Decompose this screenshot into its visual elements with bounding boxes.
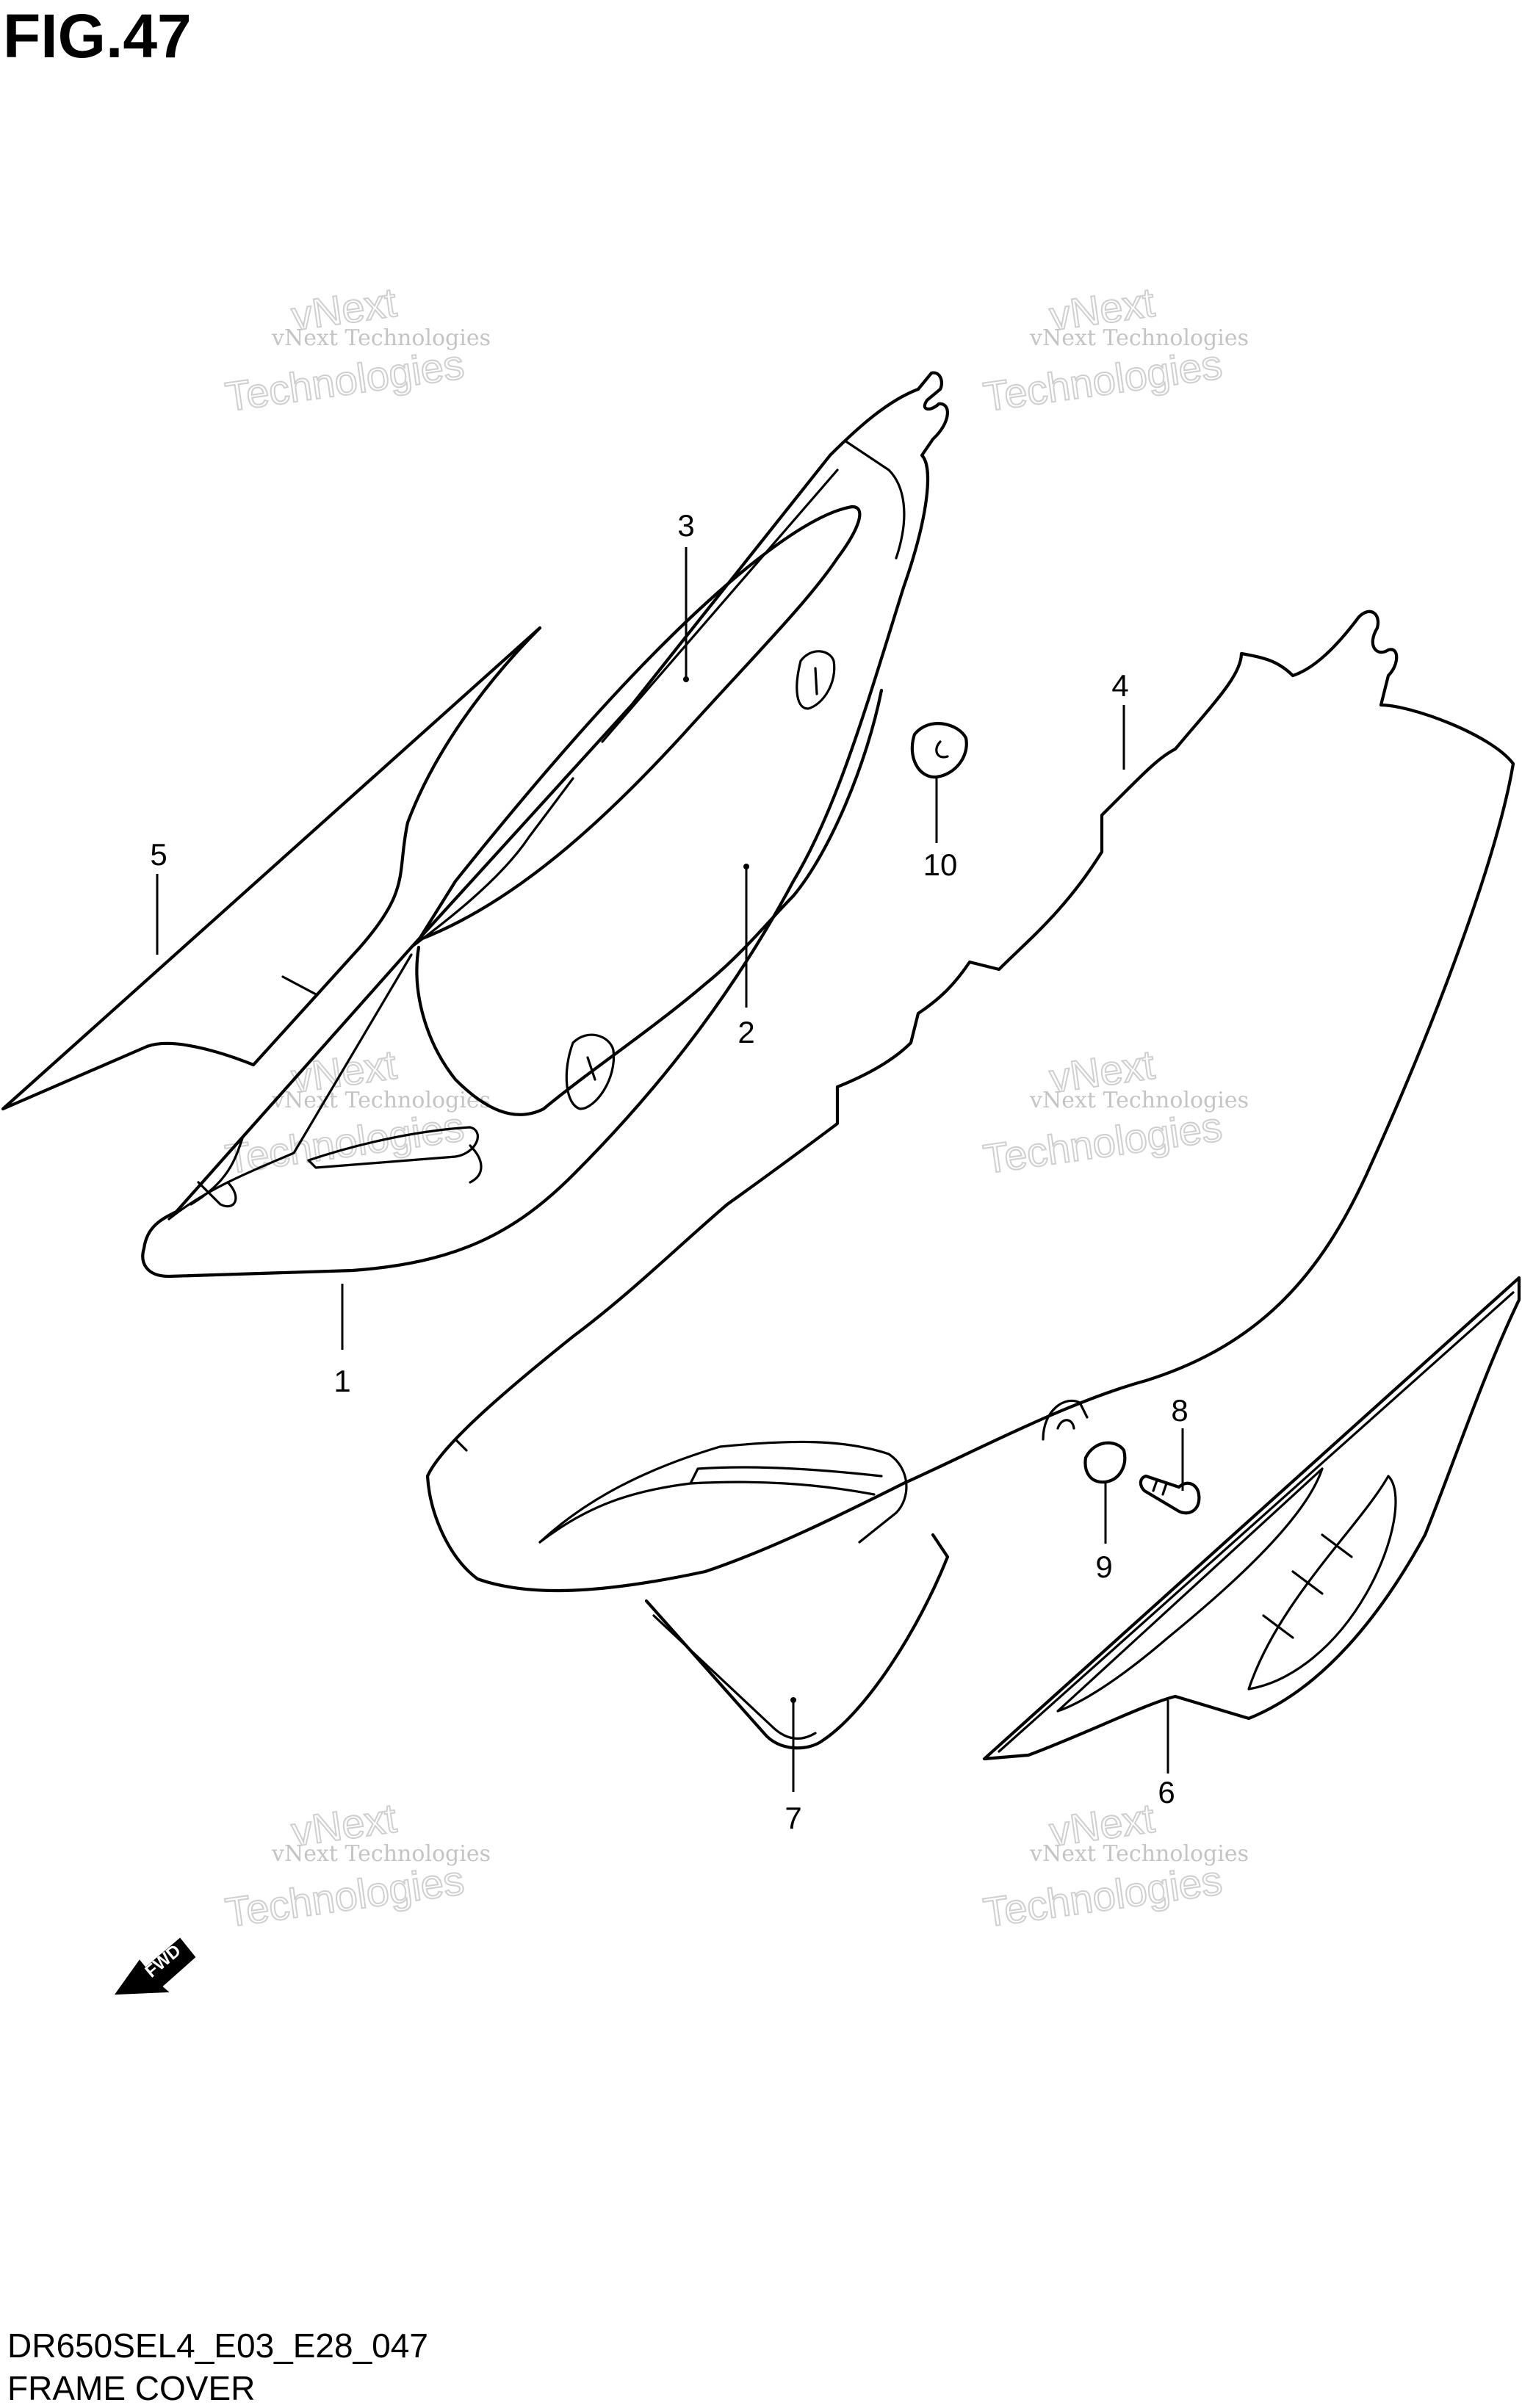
watermark-brand-2: Technologies [981, 1103, 1225, 1182]
callout-1: 1 [333, 1364, 350, 1398]
watermark-text: vNext Technologies [271, 1088, 491, 1113]
watermark-mid-right: vNext Technologies vNext Technologies [980, 1041, 1249, 1183]
callout-6: 6 [1158, 1775, 1175, 1809]
part-10-grommet [910, 722, 968, 779]
callout-leaders [156, 547, 1184, 1792]
callout-2: 2 [737, 1015, 754, 1049]
callout-4: 4 [1111, 668, 1128, 703]
watermark-mid-left: vNext Technologies vNext Technologies [222, 1041, 491, 1183]
watermark-top-right: vNext Technologies vNext Technologies [980, 278, 1249, 421]
watermark-bottom-left: vNext Technologies vNext Technologies [222, 1794, 491, 1937]
part-7-lower-panel [644, 1533, 950, 1750]
watermark-brand-2: Technologies [223, 1856, 466, 1936]
callout-numbers: 1 2 3 4 5 6 7 8 9 10 [150, 508, 1188, 1835]
watermark-top-left: vNext Technologies vNext Technologies [222, 278, 491, 421]
watermark-text: vNext Technologies [1029, 1088, 1249, 1113]
part-6-decal [982, 1276, 1521, 1761]
callout-7: 7 [785, 1801, 801, 1835]
part-2-inner-cover [415, 505, 884, 1116]
watermark-bottom-right: vNext Technologies vNext Technologies [980, 1794, 1249, 1937]
part-4-right-cover [425, 610, 1515, 1593]
watermark-brand-2: Technologies [223, 1103, 466, 1182]
part-5-strip [1, 626, 542, 1111]
callout-3: 3 [677, 508, 694, 543]
callout-8: 8 [1171, 1393, 1188, 1428]
figure-title: FIG.47 [3, 1, 192, 70]
callout-10: 10 [923, 847, 958, 882]
part-8-screw [1139, 1474, 1201, 1515]
watermark-brand-2: Technologies [223, 341, 466, 420]
watermark-brand-2: Technologies [981, 1856, 1225, 1936]
part-9-washer [1083, 1441, 1127, 1484]
figure-caption: FRAME COVER [7, 2369, 255, 2407]
watermark-brand-2: Technologies [981, 341, 1225, 420]
watermark-text: vNext Technologies [271, 325, 491, 351]
part-1-left-cover [141, 371, 949, 1279]
callout-9: 9 [1095, 1550, 1112, 1584]
watermark-text: vNext Technologies [271, 1841, 491, 1867]
watermark-text: vNext Technologies [1029, 325, 1249, 351]
watermark-text: vNext Technologies [1029, 1841, 1249, 1867]
callout-5: 5 [150, 837, 167, 872]
fwd-arrow-icon: FWD [115, 1937, 196, 1995]
figure-code: DR650SEL4_E03_E28_047 [7, 2326, 428, 2365]
